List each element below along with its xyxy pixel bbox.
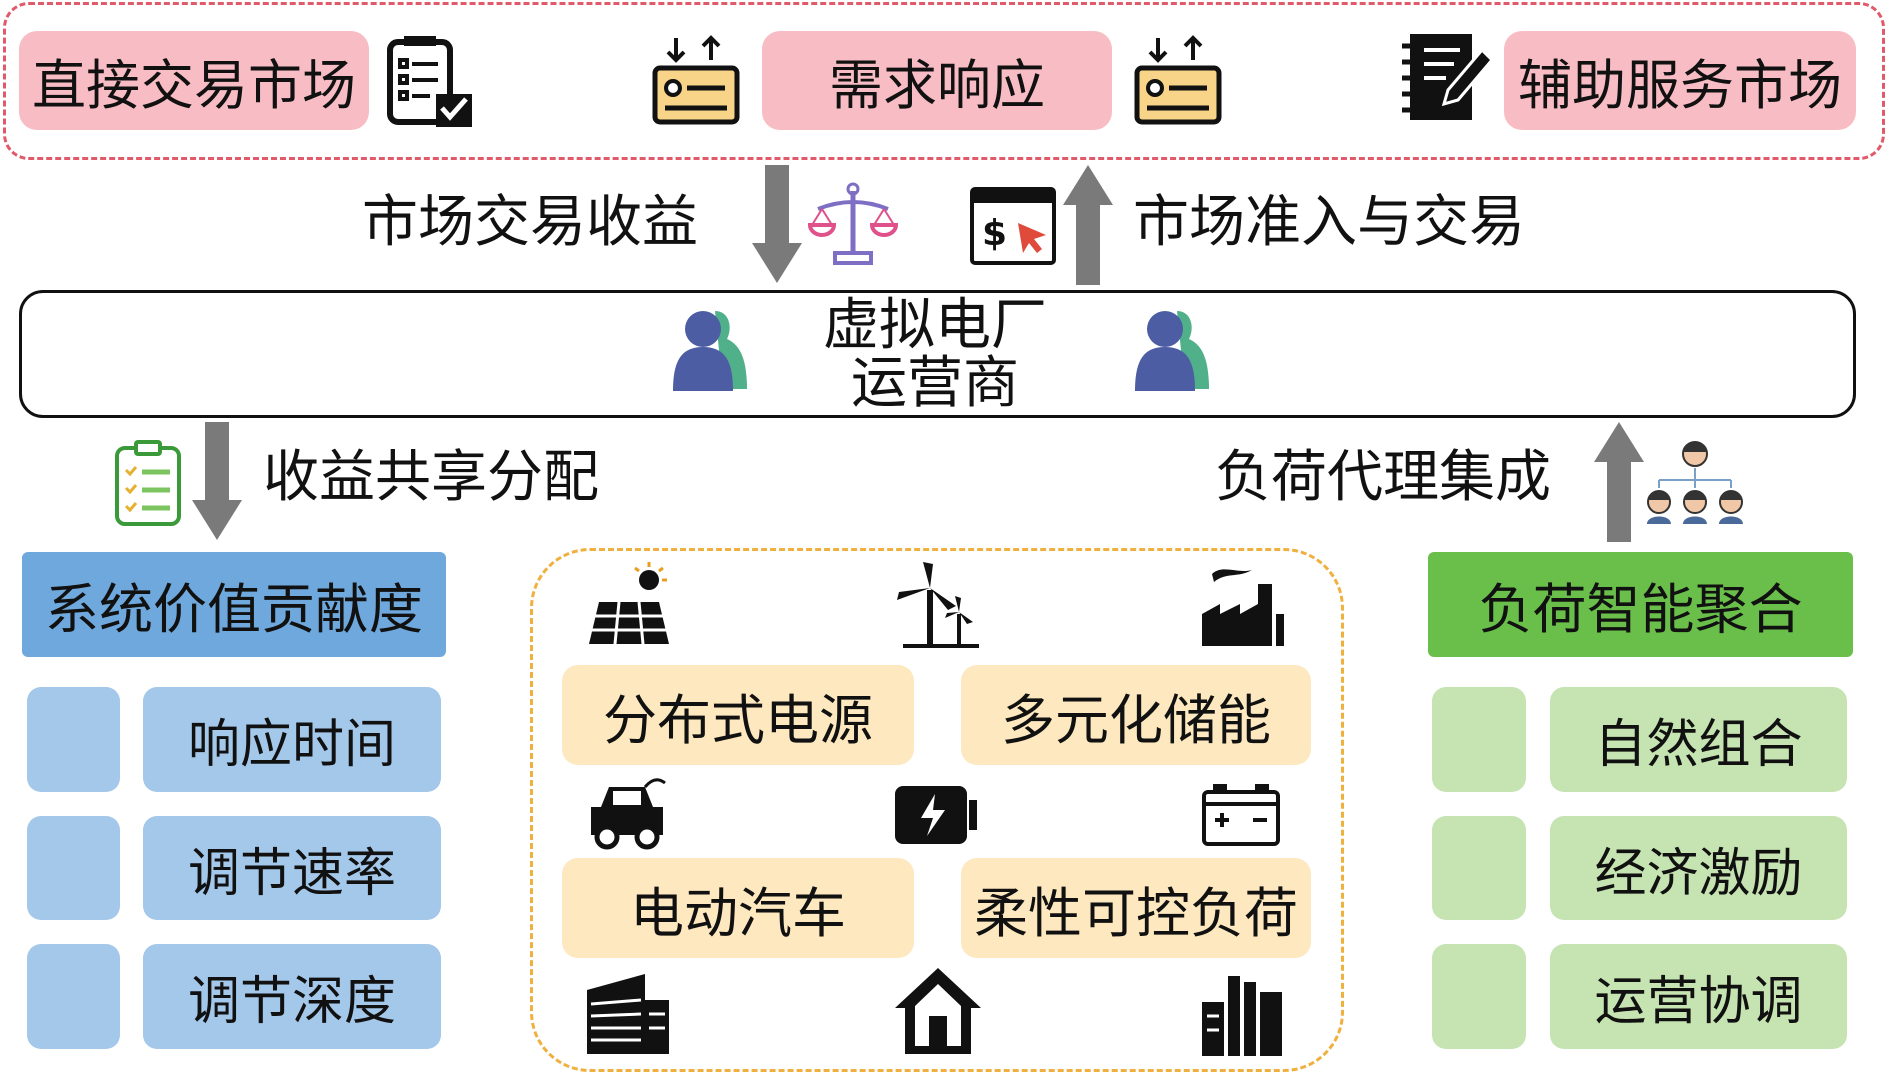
industrial-plant-icon bbox=[1202, 976, 1282, 1056]
people-icon bbox=[1135, 311, 1209, 391]
vpp-title-line2: 运营商 bbox=[851, 351, 1019, 416]
demand-response: 需求响应 bbox=[762, 31, 1112, 130]
power-battery-icon bbox=[895, 786, 977, 844]
arrow-up-access bbox=[1063, 165, 1113, 285]
distributed-generation: 分布式电源 bbox=[562, 665, 914, 765]
regulation-rate-item: 调节速率 bbox=[143, 816, 441, 920]
diversified-storage: 多元化储能 bbox=[961, 665, 1311, 765]
green-square bbox=[1432, 944, 1526, 1049]
green-square bbox=[1432, 687, 1526, 792]
green-checklist-icon bbox=[115, 440, 181, 526]
market-layer bbox=[3, 2, 1885, 160]
market-access-label: 市场准入与交易 bbox=[1133, 190, 1525, 255]
card-transfer-icon bbox=[1134, 35, 1222, 125]
direct-trading-market: 直接交易市场 bbox=[19, 31, 369, 130]
load-agent-label: 负荷代理集成 bbox=[1215, 445, 1551, 510]
org-chart-icon bbox=[1647, 441, 1743, 524]
solar-panel-icon bbox=[589, 562, 669, 645]
regulation-depth-item: 调节深度 bbox=[143, 944, 441, 1049]
blue-square bbox=[27, 687, 120, 792]
house-icon bbox=[895, 968, 981, 1054]
blue-square bbox=[27, 816, 120, 920]
wind-turbine-icon bbox=[897, 562, 979, 648]
checklist-icon bbox=[387, 36, 472, 127]
arrow-down-share bbox=[192, 422, 242, 540]
arrow-up-agent bbox=[1594, 422, 1644, 542]
load-intelligent-aggregation-header: 负荷智能聚合 bbox=[1428, 552, 1853, 657]
economic-incentive-item: 经济激励 bbox=[1550, 816, 1847, 920]
electric-vehicle: 电动汽车 bbox=[562, 858, 914, 958]
payment-window-icon: $ bbox=[970, 187, 1056, 265]
office-building-icon bbox=[587, 974, 669, 1054]
notebook-pen-icon bbox=[1402, 34, 1495, 120]
resources-group bbox=[530, 548, 1344, 1072]
market-revenue-label: 市场交易收益 bbox=[362, 190, 698, 255]
people-icon bbox=[673, 311, 747, 391]
revenue-share-label: 收益共享分配 bbox=[263, 445, 599, 510]
system-value-contribution-header: 系统价值贡献度 bbox=[22, 552, 446, 657]
vpp-title-line1: 虚拟电厂 bbox=[823, 293, 1047, 358]
card-transfer-icon bbox=[652, 35, 740, 125]
ancillary-service-market: 辅助服务市场 bbox=[1504, 31, 1856, 130]
svg-text:$: $ bbox=[982, 213, 1007, 254]
operation-coordination-item: 运营协调 bbox=[1550, 944, 1847, 1049]
vpp-operator-box bbox=[19, 290, 1856, 418]
flexible-load: 柔性可控负荷 bbox=[961, 858, 1311, 958]
response-time-item: 响应时间 bbox=[143, 687, 441, 792]
arrow-down-revenue bbox=[752, 165, 802, 283]
electric-car-icon bbox=[591, 778, 666, 850]
blue-square bbox=[27, 944, 120, 1049]
car-battery-icon bbox=[1202, 784, 1280, 846]
balance-scale-icon bbox=[807, 182, 899, 265]
green-square bbox=[1432, 816, 1526, 920]
natural-combination-item: 自然组合 bbox=[1550, 687, 1847, 792]
factory-icon bbox=[1202, 569, 1284, 646]
